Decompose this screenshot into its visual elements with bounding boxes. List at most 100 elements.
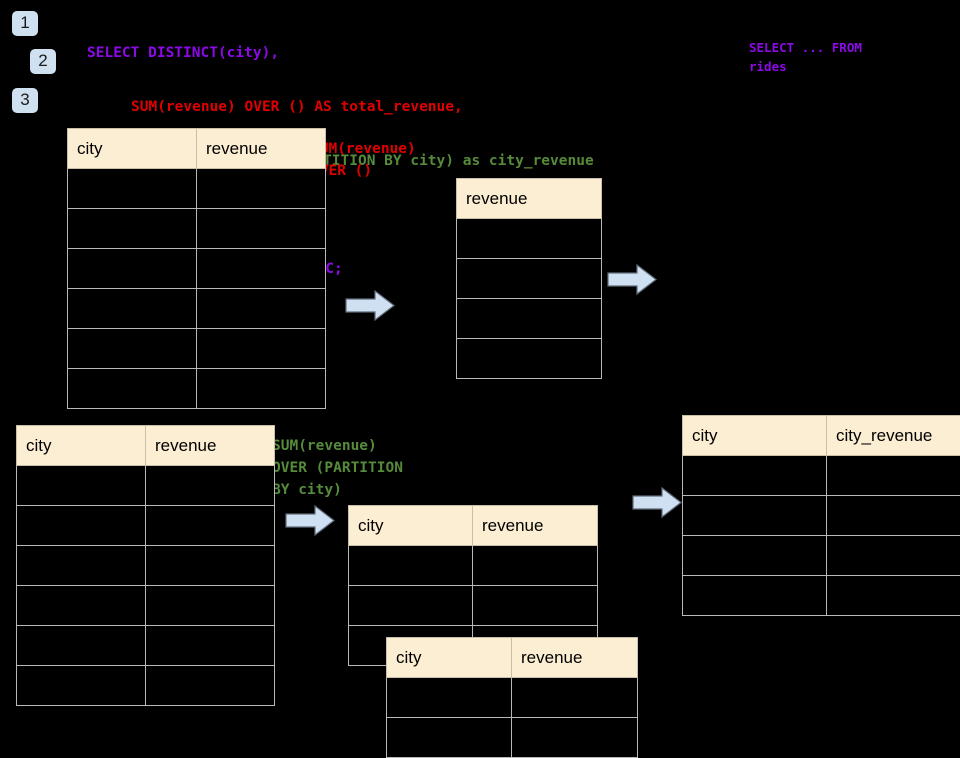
cell	[146, 586, 275, 626]
table-row	[17, 506, 275, 546]
table-row	[17, 666, 275, 706]
cell	[473, 546, 598, 586]
table-row	[683, 576, 960, 616]
header-cell-revenue: revenue	[457, 179, 602, 219]
step-badge-3: 3	[12, 88, 38, 113]
cell	[457, 219, 602, 259]
header-cell-revenue: revenue	[512, 638, 638, 678]
cell	[827, 496, 960, 536]
annotation-sum-over-empty: SUM(revenue) OVER ()	[311, 138, 416, 182]
cell	[197, 329, 326, 369]
cell	[17, 466, 146, 506]
header-cell-city: city	[68, 129, 197, 169]
cell	[146, 546, 275, 586]
cell	[17, 666, 146, 706]
header-cell-city: city	[349, 506, 473, 546]
table-header-row: city revenue	[349, 506, 598, 546]
diagram-canvas: 1 2 3 SELECT DISTINCT(city), SUM(revenue…	[0, 0, 960, 720]
table-row	[68, 289, 326, 329]
cell	[68, 249, 197, 289]
header-cell-revenue: revenue	[197, 129, 326, 169]
table-row	[387, 678, 638, 718]
note-select-from: SELECT ... FROM rides	[749, 38, 862, 76]
cell	[197, 209, 326, 249]
table-row	[457, 299, 602, 339]
flow-arrow-1	[345, 290, 395, 321]
table-row	[68, 209, 326, 249]
table-row	[683, 456, 960, 496]
cell	[17, 506, 146, 546]
cell	[827, 576, 960, 616]
table-row	[68, 369, 326, 409]
cell	[68, 289, 197, 329]
table-source-top: city revenue	[67, 128, 326, 409]
header-cell-revenue: revenue	[146, 426, 275, 466]
cell	[387, 718, 512, 758]
flow-arrow-3	[285, 505, 335, 536]
step-badge-2: 2	[30, 49, 56, 74]
header-cell-city-revenue: city_revenue	[827, 416, 960, 456]
table-result: city city_revenue	[682, 415, 960, 616]
cell	[68, 369, 197, 409]
table-row	[457, 219, 602, 259]
table-row	[68, 329, 326, 369]
table-row	[683, 536, 960, 576]
table-row	[457, 259, 602, 299]
cell	[683, 456, 827, 496]
flow-arrow-4	[632, 487, 682, 518]
step-badge-1: 1	[12, 11, 38, 36]
table-row	[17, 546, 275, 586]
cell	[68, 329, 197, 369]
table-source-bottom: city revenue	[16, 425, 275, 706]
cell	[827, 536, 960, 576]
cell	[683, 536, 827, 576]
table-row	[349, 586, 598, 626]
cell	[349, 586, 473, 626]
table-row	[68, 169, 326, 209]
header-cell-city: city	[17, 426, 146, 466]
cell	[457, 299, 602, 339]
cell	[17, 586, 146, 626]
cell	[387, 678, 512, 718]
cell	[146, 466, 275, 506]
sql-line-1: SELECT DISTINCT(city),	[87, 42, 594, 64]
flow-arrow-2	[607, 264, 657, 295]
table-header-row: city revenue	[387, 638, 638, 678]
cell	[68, 169, 197, 209]
table-total-revenue: revenue	[456, 178, 602, 379]
table-header-row: revenue	[457, 179, 602, 219]
cell	[512, 718, 638, 758]
cell	[457, 339, 602, 379]
table-row	[457, 339, 602, 379]
cell	[17, 546, 146, 586]
cell	[683, 496, 827, 536]
table-row	[683, 496, 960, 536]
table-row	[17, 586, 275, 626]
table-row	[387, 718, 638, 758]
table-row	[349, 546, 598, 586]
cell	[197, 169, 326, 209]
cell	[683, 576, 827, 616]
cell	[17, 626, 146, 666]
header-cell-revenue: revenue	[473, 506, 598, 546]
table-header-row: city revenue	[17, 426, 275, 466]
annotation-sum-over-partition: SUM(revenue) OVER (PARTITION BY city)	[272, 435, 403, 501]
sql-line-2: SUM(revenue) OVER () AS total_revenue,	[131, 96, 594, 118]
cell	[197, 249, 326, 289]
cell	[146, 626, 275, 666]
table-row	[17, 466, 275, 506]
cell	[68, 209, 197, 249]
cell	[197, 289, 326, 329]
table-partition-front: city revenue	[386, 637, 638, 758]
table-header-row: city city_revenue	[683, 416, 960, 456]
header-cell-city: city	[387, 638, 512, 678]
header-cell-city: city	[683, 416, 827, 456]
table-row	[17, 626, 275, 666]
cell	[146, 506, 275, 546]
cell	[349, 546, 473, 586]
cell	[197, 369, 326, 409]
cell	[473, 586, 598, 626]
table-header-row: city revenue	[68, 129, 326, 169]
cell	[512, 678, 638, 718]
table-row	[68, 249, 326, 289]
